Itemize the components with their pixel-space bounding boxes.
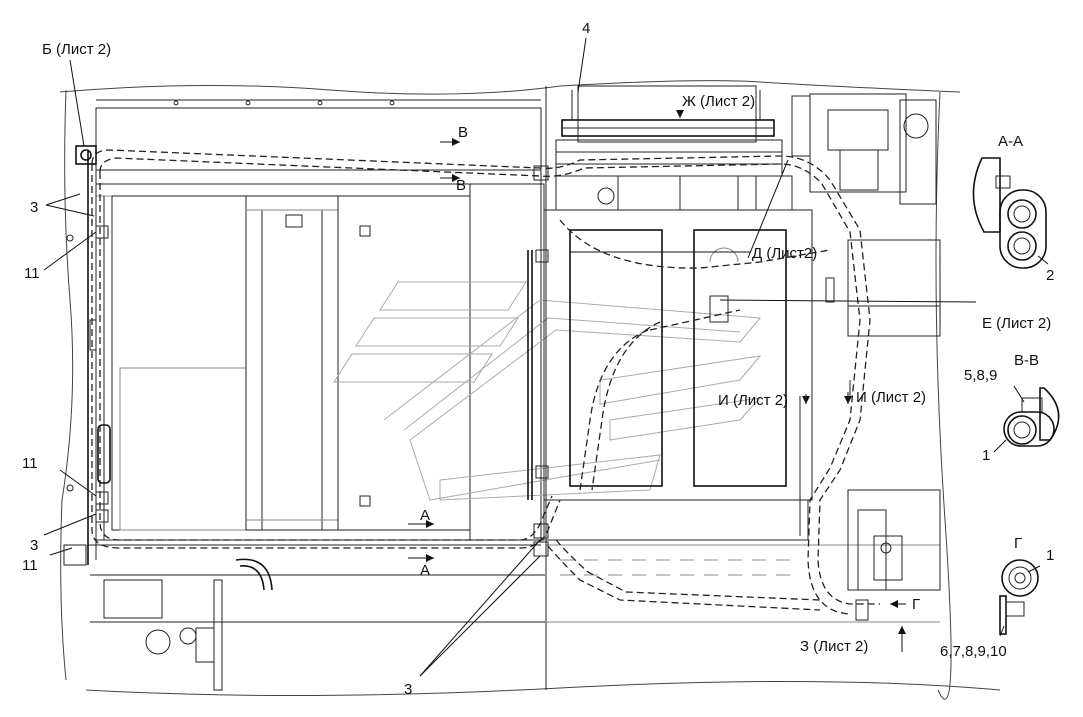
callout-i-sheet2-right: И (Лист 2) [856,389,926,406]
arrow-g-icon [890,600,898,608]
hose-route [91,149,880,615]
center-structure [527,86,940,690]
section-labels: А-А 2 В-В 5,8,9 1 Г 1 6,7,8,9,10 [940,133,1054,660]
section-arrows [426,110,906,634]
section-mark-g: Г [912,596,920,613]
section-vv-title: В-В [1014,352,1039,369]
section-mark-v-bottom: В [456,177,466,194]
section-aa-title: А-А [998,133,1023,150]
callout-i-sheet2-left: И (Лист 2) [718,392,788,409]
callout-pos-4: 4 [582,20,590,37]
callout-d-sheet2: Д (Лист2) [752,245,817,262]
section-aa-pos: 2 [1046,267,1054,284]
callout-labels: Б (Лист 2) 4 Ж (Лист 2) В В 3 11 Д (Лист… [22,20,1051,698]
drawing-frame [59,80,1001,700]
arrow-a-bottom-icon [426,554,434,562]
chevron-graphic [333,281,762,501]
leader-lines [43,37,977,677]
callout-pos-11-lower-top: 11 [22,455,38,472]
arrow-i-left-icon [802,396,810,404]
callout-e-sheet2: Е (Лист 2) [982,315,1051,332]
callout-pos-3-bottom: 3 [404,681,412,698]
arrow-i-right-icon [844,396,852,404]
section-g-pos-bottom: 6,7,8,9,10 [940,643,1007,660]
section-mark-a-top: А [420,507,430,524]
section-vv-pos-bottom: 1 [982,447,990,464]
arrow-v-top-icon [452,138,460,146]
section-g-pos-top: 1 [1046,547,1054,564]
section-vv-pos-top: 5,8,9 [964,367,997,384]
roof-structure [555,85,937,211]
arrow-z-icon [898,626,906,634]
arrow-v-bottom-icon [452,174,460,182]
callout-pos-11-upper: 11 [24,265,40,282]
callout-pos-3-left: 3 [30,199,38,216]
section-g-view [999,559,1041,637]
section-vv-view [993,385,1060,453]
callout-zh-sheet2: Ж (Лист 2) [682,93,755,110]
section-mark-v-top: В [458,124,468,141]
arrow-a-top-icon [426,520,434,528]
callout-pos-11-lower-bottom: 11 [22,557,38,574]
arrow-zh-icon [676,110,684,118]
callout-z-sheet2: З (Лист 2) [800,638,868,655]
hose-fittings [75,145,549,557]
callout-pos-3-lower: 3 [30,537,38,554]
section-g-title: Г [1014,535,1022,552]
body-structure [63,99,545,691]
section-mark-a-bottom: А [420,562,430,579]
section-aa-view [972,157,1049,269]
callout-b-sheet2: Б (Лист 2) [42,41,111,58]
right-structure [799,239,941,621]
